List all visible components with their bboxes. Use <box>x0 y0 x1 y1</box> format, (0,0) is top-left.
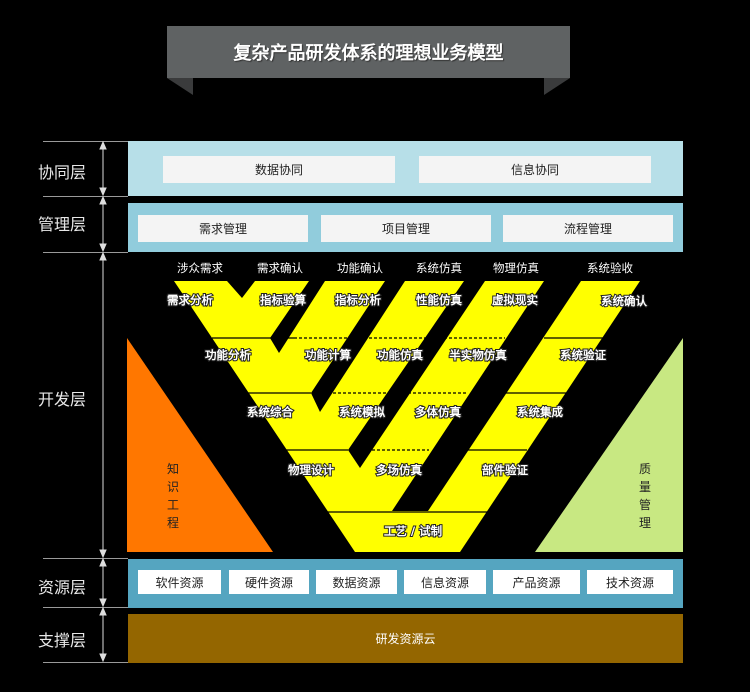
quality-char: 量 <box>639 480 651 494</box>
v-top-labels: 涉众需求 需求确认 功能确认 系统仿真 物理仿真 系统验收 <box>177 261 633 275</box>
v-label: 半实物仿真 <box>449 348 507 362</box>
divider <box>43 196 128 197</box>
v-gap <box>311 281 405 412</box>
v-label: 需求分析 <box>167 293 213 307</box>
v-label: 多场仿真 <box>376 463 422 477</box>
support-item-cloud: 研发资源云 <box>375 632 436 646</box>
knowledge-char: 知 <box>167 462 179 476</box>
knowledge-char: 工 <box>167 498 179 512</box>
resource-item-info: 信息资源 <box>404 570 486 594</box>
mgmt-item-requirements: 需求管理 <box>138 215 308 242</box>
v-label: 系统验收 <box>587 261 633 275</box>
support-layer-panel: 研发资源云 <box>128 614 683 663</box>
banner-fold-right <box>544 78 570 95</box>
layer-label-collab: 协同层 <box>38 163 87 182</box>
quality-char: 管 <box>639 497 651 512</box>
v-label: 虚拟现实 <box>492 293 538 307</box>
v-label: 物理设计 <box>288 463 334 477</box>
knowledge-triangle <box>127 338 273 552</box>
v-label: 系统模拟 <box>339 405 385 419</box>
divider <box>43 558 128 559</box>
v-label: 物理仿真 <box>493 261 539 275</box>
resource-item-tech: 技术资源 <box>587 570 673 594</box>
collab-item-data: 数据协同 <box>163 156 395 183</box>
divider <box>43 141 128 142</box>
v-label: 系统仿真 <box>416 261 462 275</box>
knowledge-char: 程 <box>167 515 179 530</box>
mgmt-item-project: 项目管理 <box>321 215 491 242</box>
layer-label-support: 支撑层 <box>38 631 87 650</box>
v-label: 需求确认 <box>257 261 303 275</box>
knowledge-char: 识 <box>167 480 179 494</box>
divider <box>43 662 128 663</box>
quality-triangle <box>535 338 683 552</box>
v-label: 功能仿真 <box>377 348 423 362</box>
v-label: 系统集成 <box>517 405 563 419</box>
layer-label-mgmt: 管理层 <box>38 215 87 234</box>
v-gap <box>348 281 485 468</box>
v-label: 系统验证 <box>560 348 606 362</box>
resource-item-data: 数据资源 <box>316 570 397 594</box>
v-label: 指标分析 <box>335 293 381 307</box>
v-label: 指标验算 <box>260 293 306 307</box>
v-gap <box>392 281 581 511</box>
resource-item-product: 产品资源 <box>493 570 580 594</box>
v-label: 功能分析 <box>205 348 251 362</box>
v-label: 系统综合 <box>247 405 293 419</box>
layer-arrows <box>99 140 107 663</box>
v-label: 系统确认 <box>601 294 647 308</box>
banner-fold-left <box>167 78 193 95</box>
v-gap <box>270 281 325 353</box>
collab-item-info: 信息协同 <box>419 156 651 183</box>
title-banner: 复杂产品研发体系的理想业务模型 <box>167 26 570 78</box>
v-label: 部件验证 <box>482 463 528 477</box>
resource-item-software: 软件资源 <box>138 570 221 594</box>
quality-char: 质 <box>639 462 651 476</box>
v-label: 功能计算 <box>305 348 351 362</box>
title: 复杂产品研发体系的理想业务模型 <box>233 43 504 64</box>
resource-item-hardware: 硬件资源 <box>229 570 309 594</box>
divider <box>43 607 128 608</box>
divider <box>43 252 128 253</box>
v-label: 涉众需求 <box>177 261 223 275</box>
layer-label-dev: 开发层 <box>38 390 87 409</box>
banner-folds <box>167 78 570 95</box>
mgmt-item-process: 流程管理 <box>503 215 673 242</box>
quality-char: 理 <box>639 516 651 530</box>
v-label: 功能确认 <box>337 261 383 275</box>
v-gap <box>227 281 255 298</box>
v-label: 性能仿真 <box>416 293 462 307</box>
v-label-bottom: 工艺 / 试制 <box>384 524 442 538</box>
layer-label-resource: 资源层 <box>38 578 87 597</box>
v-label: 多体仿真 <box>415 405 461 419</box>
